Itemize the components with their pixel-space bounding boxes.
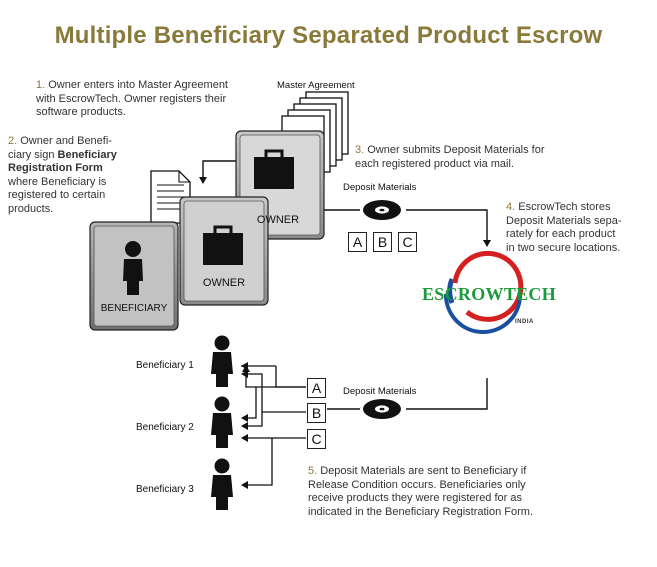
- product-box-b-top: B: [373, 232, 392, 252]
- step-3-line-2: each registered product via mail.: [355, 157, 514, 170]
- escrowtech-logo-mark: [443, 250, 524, 334]
- beneficiary-card: [89, 221, 179, 331]
- product-box-b-bottom: B: [307, 403, 326, 423]
- step-2-line-2: ciary sign: [8, 148, 58, 161]
- deposit-materials-top-label: Deposit Materials: [343, 182, 417, 193]
- beneficiary-1-label: Beneficiary 1: [136, 360, 194, 371]
- step-4-line-3: rately for each product: [506, 228, 616, 240]
- product-box-a-bottom: A: [307, 378, 326, 398]
- step-3-number: 3.: [355, 144, 365, 156]
- deposit-materials-bottom-label: Deposit Materials: [343, 386, 417, 397]
- step-5-number: 5.: [308, 465, 318, 477]
- distribution-arrows: [241, 362, 306, 489]
- step-1-number: 1.: [36, 79, 46, 91]
- step-2-number: 2.: [8, 135, 18, 147]
- step-2-line-4: where Beneficiary is: [8, 175, 107, 188]
- step-3-text: 3. Owner submits Deposit Materials for e…: [355, 144, 595, 171]
- person-icon-beneficiary-2: [211, 396, 233, 448]
- step-2-bold-2: Registration Form: [8, 162, 103, 174]
- product-box-c-top: C: [398, 232, 417, 252]
- step-4-number: 4.: [506, 201, 516, 213]
- step-2-bold-1: Beneficiary: [57, 148, 117, 161]
- product-box-a-top: A: [348, 232, 367, 252]
- step-2-line-1: Owner and Benefi-: [17, 135, 112, 147]
- step-2-text: 2. Owner and Benefi- ciary sign Benefici…: [8, 135, 148, 216]
- step-1-line-3: software products.: [36, 106, 126, 118]
- step-2-line-5: registered to certain: [8, 189, 106, 201]
- escrow-to-bottom-disc-line: [406, 378, 488, 410]
- step-5-text: 5. Deposit Materials are sent to Benefic…: [308, 465, 598, 519]
- step-4-line-4: in two secure locations.: [506, 241, 621, 254]
- step-4-line-1: EscrowTech stores: [515, 201, 611, 213]
- deposit-to-escrow-arrow: [406, 209, 491, 247]
- step-5-line-1: Deposit Materials are sent to Beneficiar…: [317, 465, 527, 477]
- person-icon-beneficiary-3: [211, 458, 233, 510]
- disc-icon-bottom: [363, 399, 401, 419]
- owner-back-label: OWNER: [256, 214, 300, 226]
- owner-front-label: OWNER: [202, 277, 246, 289]
- step-5-line-2: Release Condition occurs. Beneficiaries …: [308, 478, 526, 491]
- step-3-line-1: Owner submits Deposit Materials for: [364, 144, 545, 156]
- person-icon-beneficiary-1: [211, 335, 233, 387]
- owner-to-document-arrow: [199, 160, 236, 184]
- disc-icon-top: [363, 200, 401, 220]
- diagram-title: Multiple Beneficiary Separated Product E…: [54, 22, 603, 49]
- beneficiary-2-label: Beneficiary 2: [136, 422, 194, 433]
- owner-card-front: [179, 196, 269, 306]
- step-5-line-4: indicated in the Beneficiary Registratio…: [308, 505, 533, 518]
- master-agreement-label: Master Agreement: [277, 80, 355, 91]
- step-4-line-2: Deposit Materials sepa-: [506, 214, 622, 227]
- escrowtech-logo-text: ESCROWTECH: [422, 284, 557, 304]
- step-1-line-1: Owner enters into Master Agreement: [45, 79, 228, 91]
- escrowtech-logo-sub: INDIA: [515, 319, 534, 325]
- step-1-text: 1. Owner enters into Master Agreement wi…: [36, 79, 266, 120]
- step-1-line-2: with EscrowTech. Owner registers their: [36, 92, 227, 105]
- step-2-line-6: products.: [8, 202, 54, 215]
- beneficiary-card-label: BENEFICIARY: [100, 303, 168, 314]
- beneficiary-3-label: Beneficiary 3: [136, 484, 194, 495]
- step-4-text: 4. EscrowTech stores Deposit Materials s…: [506, 201, 651, 255]
- step-5-line-3: receive products they were registered fo…: [308, 492, 522, 504]
- product-box-c-bottom: C: [307, 429, 326, 449]
